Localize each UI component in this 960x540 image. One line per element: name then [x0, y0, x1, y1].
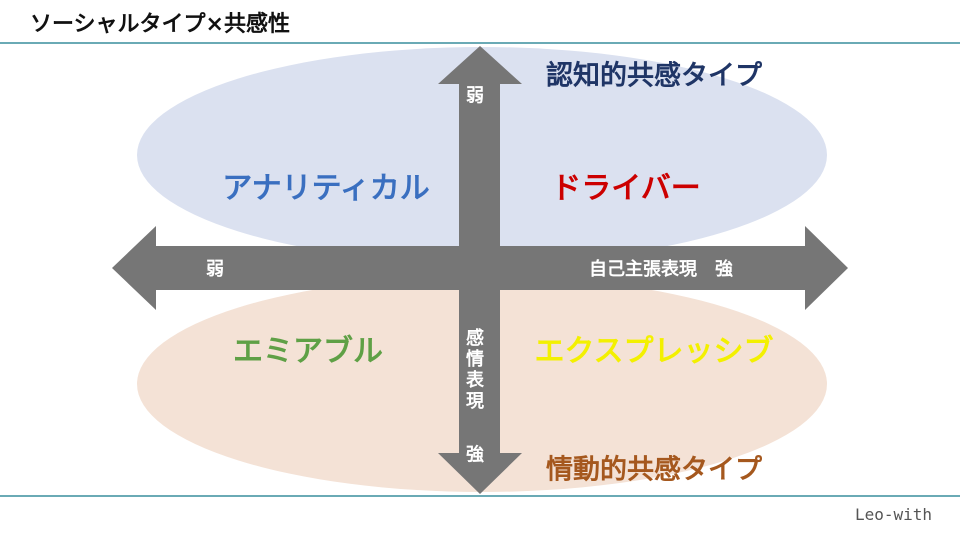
- cognitive-empathy-type-label: 認知的共感タイプ: [546, 60, 762, 92]
- vertical-axis-name-label: 感情表現: [463, 328, 484, 412]
- quadrant-amiable: エミアブル: [233, 334, 383, 369]
- brand-logo: Leo-with: [854, 505, 932, 524]
- quadrant-analytical: アナリティカル: [222, 171, 430, 206]
- emotional-empathy-type-label: 情動的共感タイプ: [546, 454, 762, 486]
- page-title: ソーシャルタイプ×共感性: [30, 12, 290, 37]
- horizontal-axis-weak-label: 弱: [206, 259, 224, 280]
- vertical-axis-strong-label: 強: [463, 444, 484, 466]
- vertical-axis-arrow: [438, 46, 522, 494]
- vertical-axis-weak-label: 弱: [463, 85, 484, 107]
- quadrant-driver: ドライバー: [551, 171, 701, 206]
- footer-rule: [0, 495, 960, 497]
- horizontal-axis-strong-label: 自己主張表現 強: [589, 259, 733, 280]
- header-rule: [0, 42, 960, 44]
- quadrant-expressive: エクスプレッシブ: [534, 334, 774, 369]
